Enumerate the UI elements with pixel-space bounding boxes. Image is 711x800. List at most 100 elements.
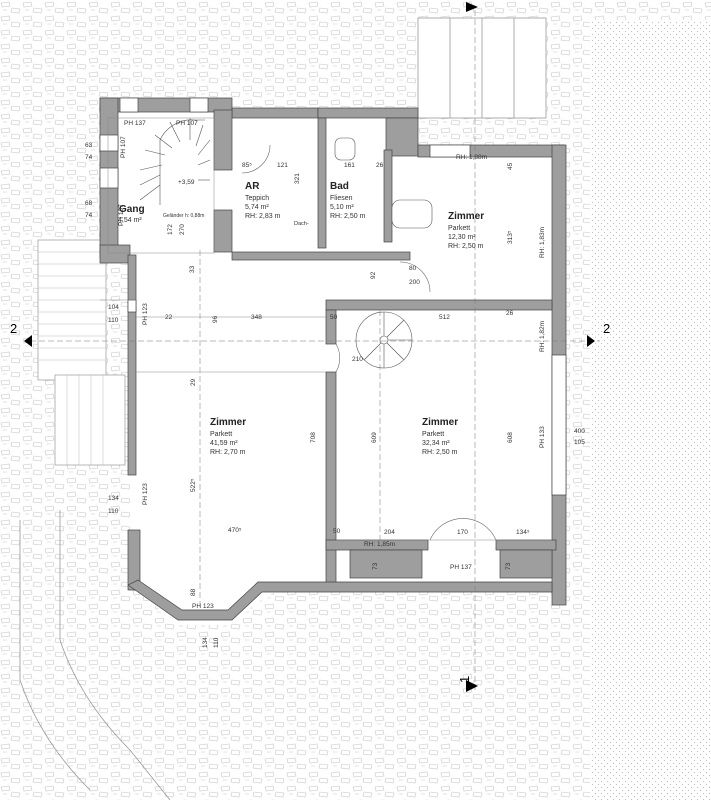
dim-512: 512 — [439, 314, 450, 321]
windows — [99, 97, 567, 496]
dim-400: 400 — [574, 428, 585, 435]
dim-80: 80 — [409, 265, 417, 272]
dimension-lines — [30, 10, 600, 690]
label-ph107-b: PH 107 — [120, 136, 127, 158]
gravel-area-right — [590, 20, 711, 800]
dim-29: 29 — [190, 378, 197, 386]
left-stairs — [37, 239, 126, 466]
label-ph123-a: PH 123 — [142, 303, 149, 325]
room-floor-zimmer-small: Parkett — [448, 225, 471, 232]
room-height-zimmer-right: RH: 2,50 m — [422, 449, 458, 456]
dim-609: 609 — [371, 432, 378, 443]
section-mark-bottom: 1 — [457, 675, 472, 683]
bay-wall — [127, 579, 553, 621]
bathtub — [334, 137, 433, 229]
dim-74b: 74 — [85, 212, 93, 219]
dim-110c: 110 — [213, 637, 220, 648]
dim-470: 470⁵ — [228, 527, 242, 534]
dim-26b: 26 — [506, 310, 514, 317]
stair-note: Geländer h: 0,88m — [163, 213, 205, 219]
room-floor-zimmer-large: Parkett — [210, 431, 233, 438]
dim-92: 92 — [370, 271, 377, 279]
label-ph137-c: PH 137 — [450, 564, 472, 571]
dim-68: 68 — [85, 200, 93, 207]
dim-85: 85⁵ — [242, 162, 252, 169]
door-swings — [241, 144, 497, 541]
label-rh188: RH: 1,88m — [456, 154, 488, 161]
dim-50b: 50 — [333, 528, 341, 535]
label-dach: Dach- — [294, 221, 309, 227]
dim-204: 204 — [384, 529, 395, 536]
dim-110b: 110 — [108, 508, 119, 515]
dim-313: 313⁵ — [507, 230, 514, 244]
section-mark-right: 2 — [603, 321, 611, 336]
dim-73b: 73 — [505, 562, 512, 570]
dim-200: 200 — [409, 279, 420, 286]
dim-522: 522⁵ — [190, 478, 197, 492]
dim-321: 321 — [294, 173, 301, 184]
stair-level: +3,59 — [178, 179, 195, 186]
dim-172: 172 — [167, 224, 174, 235]
dim-134b: 134 — [202, 637, 209, 648]
section-mark-left: 2 — [10, 321, 18, 336]
walls — [99, 97, 567, 606]
dim-74: 74 — [85, 154, 93, 161]
room-name-bad: Bad — [330, 181, 349, 192]
dim-45: 45 — [507, 162, 514, 170]
dim-348: 348 — [251, 314, 262, 321]
dim-26: 26 — [376, 162, 384, 169]
room-area-bad: 5,10 m² — [330, 204, 354, 211]
section-arrows — [24, 2, 595, 692]
room-area-zimmer-right: 32,34 m² — [422, 440, 450, 447]
dim-134c: 134⁵ — [516, 529, 530, 536]
label-rh185: RH: 1,85m — [364, 541, 396, 548]
dim-50: 50 — [330, 314, 338, 321]
dim-134: 134 — [108, 495, 119, 502]
room-height-bad: RH: 2,50 m — [330, 213, 366, 220]
dim-63: 63 — [85, 142, 93, 149]
dim-73: 73 — [372, 562, 379, 570]
room-floor-ar: Teppich — [245, 195, 270, 202]
label-rh182: RH: 1,82m — [539, 320, 546, 352]
dim-104: 104 — [108, 304, 119, 311]
room-name-ar: AR — [245, 181, 260, 192]
room-area-gang: 4,54 m² — [118, 217, 142, 224]
room-height-zimmer-large: RH: 2,70 m — [210, 449, 246, 456]
dim-121: 121 — [277, 162, 288, 169]
dim-22: 22 — [165, 314, 173, 321]
dim-708: 708 — [310, 432, 317, 443]
dim-96: 96 — [212, 315, 219, 323]
room-name-zimmer-right: Zimmer — [422, 417, 459, 428]
room-name-zimmer-large: Zimmer — [210, 417, 247, 428]
label-ph107-c: PH 137 — [118, 204, 125, 226]
room-floor-bad: Fliesen — [330, 195, 353, 202]
room-name-zimmer-small: Zimmer — [448, 211, 485, 222]
label-ph137-a: PH 137 — [124, 120, 146, 127]
terrace-stairs — [417, 17, 547, 119]
dim-161: 161 — [344, 162, 355, 169]
label-ph123-b: PH 123 — [142, 483, 149, 505]
room-height-ar: RH: 2,83 m — [245, 213, 281, 220]
staircase — [139, 118, 211, 205]
dim-88: 88 — [190, 588, 197, 596]
dim-105: 105 — [574, 439, 585, 446]
label-rh183: RH: 1,83m — [539, 226, 546, 258]
garden-path — [59, 510, 171, 800]
dim-170: 170 — [457, 529, 468, 536]
dim-110: 110 — [108, 317, 119, 324]
room-name-gang: Gang — [119, 204, 145, 215]
dim-608: 608 — [507, 432, 514, 443]
label-ph107-a: PH 107 — [176, 120, 198, 127]
room-height-zimmer-small: RH: 2,50 m — [448, 243, 484, 250]
room-area-ar: 5,74 m² — [245, 204, 269, 211]
room-floor-zimmer-right: Parkett — [422, 431, 445, 438]
room-area-zimmer-small: 12,30 m² — [448, 234, 476, 241]
spiral-stair — [355, 311, 413, 369]
room-area-zimmer-large: 41,59 m² — [210, 440, 238, 447]
dim-33: 33 — [189, 265, 196, 273]
label-ph123-c: PH 123 — [192, 603, 214, 610]
label-ph133: PH 133 — [539, 426, 546, 448]
dim-210: 210 — [352, 356, 363, 363]
dim-270: 270 — [179, 224, 186, 235]
